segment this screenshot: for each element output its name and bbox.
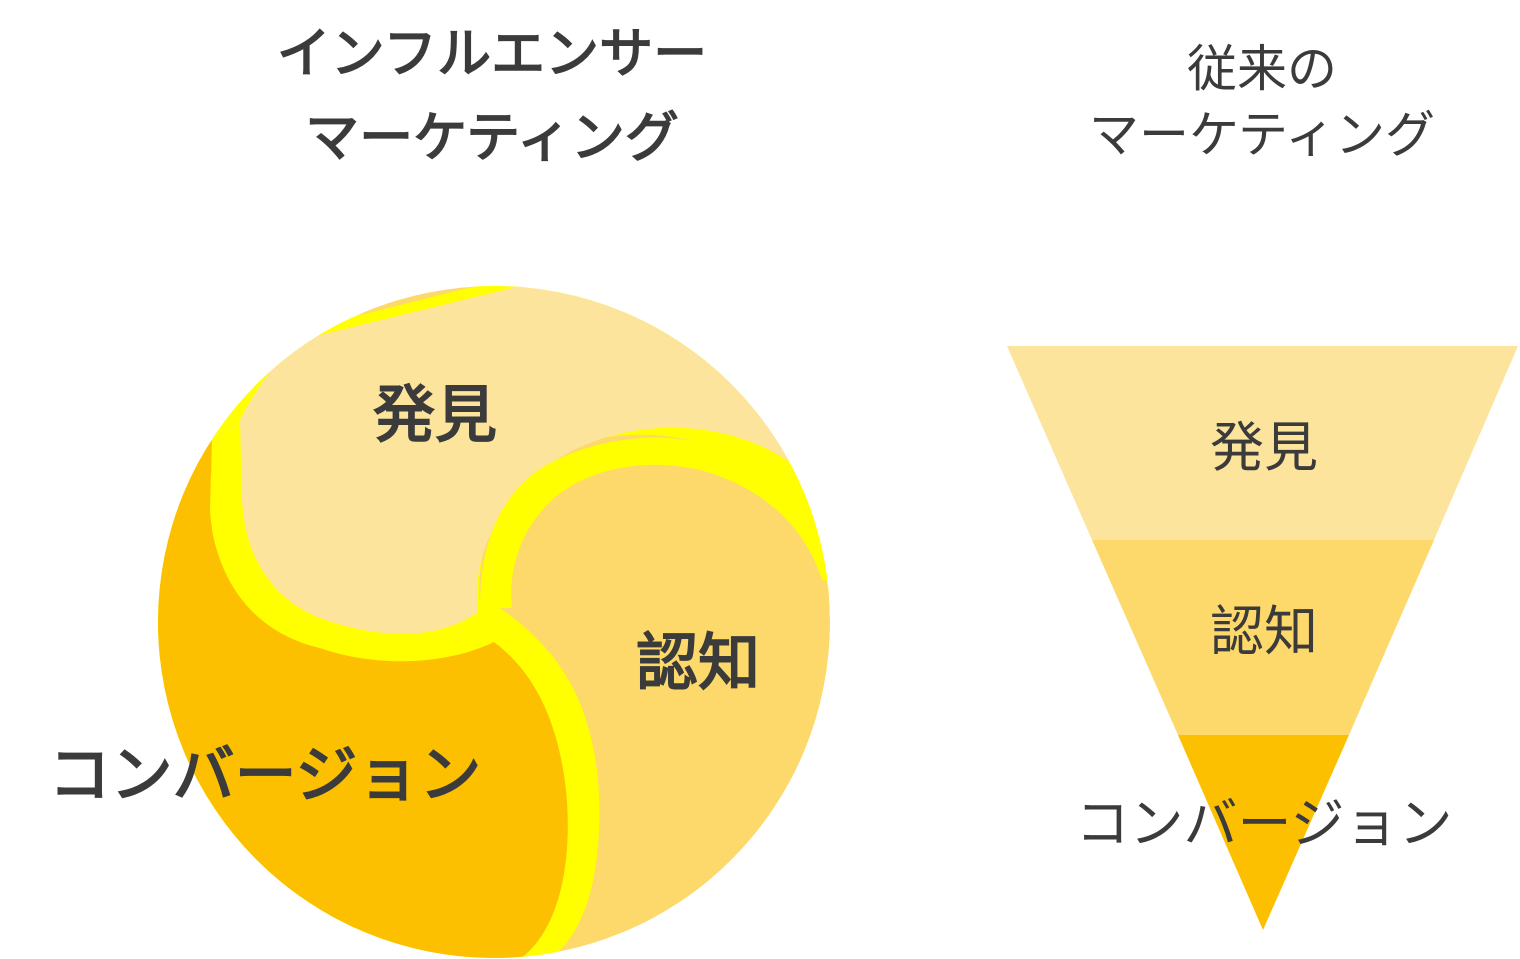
cycle-label-conversion: コンバージョン [49, 738, 482, 811]
cycle-label-discovery: 発見 [373, 378, 497, 451]
cycle-divider-inner [480, 437, 830, 608]
cycle-segment-conversion [158, 400, 568, 958]
traditional-title-line2: マーケティング [1089, 106, 1435, 164]
traditional-title-line1: 従来の [1187, 40, 1337, 98]
cycle-circle [158, 286, 830, 958]
funnel-label-awareness: 認知 [1210, 600, 1318, 663]
influencer-title-line2: マーケティング [305, 106, 679, 169]
influencer-section: インフルエンサー マーケティング 発見 認知 コンバージョン [49, 22, 830, 958]
funnel-level-conversion [1178, 735, 1349, 930]
traditional-section: 従来の マーケティング 発見 認知 コンバージョン [1007, 40, 1518, 930]
cycle-segment-discovery [240, 286, 800, 634]
funnel-label-discovery: 発見 [1210, 416, 1318, 479]
influencer-title-line1: インフルエンサー [277, 22, 707, 85]
funnel-label-conversion: コンバージョン [1076, 792, 1453, 855]
cycle-label-awareness: 認知 [636, 626, 760, 699]
funnel-level-awareness [1092, 540, 1434, 735]
funnel-level-discovery [1007, 346, 1518, 540]
